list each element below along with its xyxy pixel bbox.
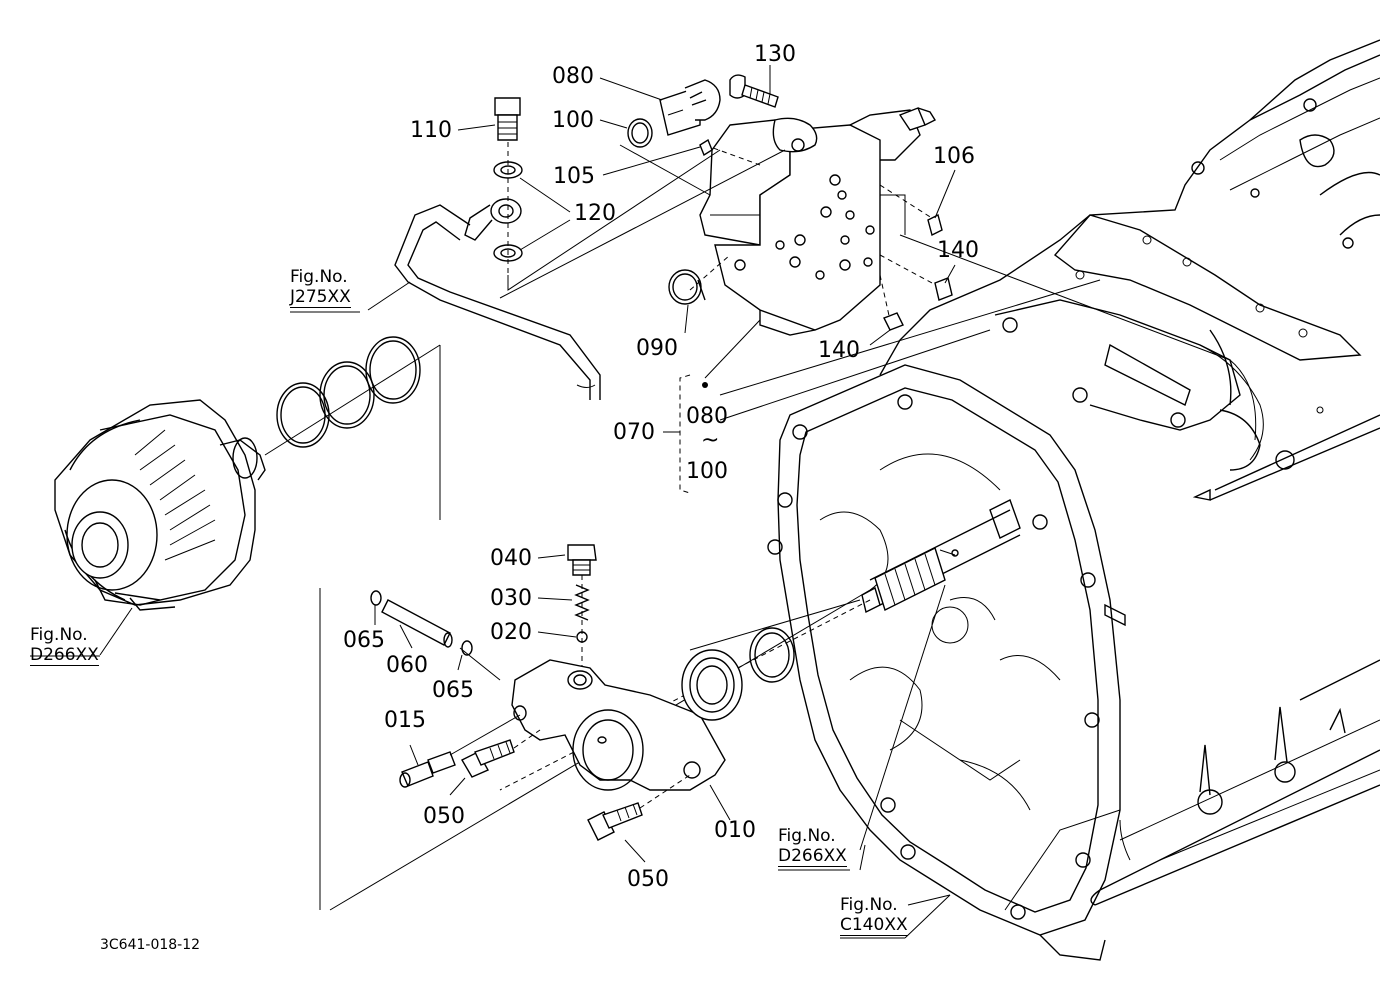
part-label-020: 020 (490, 620, 532, 645)
figure-ref-j275: Fig.No. J275XX (290, 267, 351, 308)
part-label-110: 110 (410, 118, 452, 143)
part-label-070: 070 (613, 420, 655, 445)
part-label-050-bottom: 050 (627, 867, 669, 892)
part-label-106: 106 (933, 144, 975, 169)
part-label-065-left: 065 (343, 628, 385, 653)
figure-ref-j275-number: J275XX (290, 287, 351, 308)
part-label-120: 120 (574, 201, 616, 226)
part-label-130: 130 (754, 42, 796, 67)
part-label-105: 105 (553, 164, 595, 189)
figure-ref-d266-left: Fig.No. D266XX (30, 625, 99, 666)
valve-small-parts (394, 74, 953, 400)
part-label-015: 015 (384, 708, 426, 733)
figure-ref-d266-left-number: D266XX (30, 645, 99, 666)
part-label-040: 040 (490, 546, 532, 571)
part-label-140-upper: 140 (937, 238, 979, 263)
part-label-065-right: 065 (432, 678, 474, 703)
part-label-080: 080 (552, 64, 594, 89)
valve-block-070 (619, 107, 946, 336)
leader-lines (30, 65, 956, 939)
figure-ref-d266-right-number: D266XX (778, 846, 847, 867)
part-label-090: 090 (636, 336, 678, 361)
part-range-tilde: ~ (701, 428, 720, 453)
lower-parts (370, 544, 795, 841)
part-label-010: 010 (714, 818, 756, 843)
figure-ref-c140-number: C140XX (840, 915, 908, 936)
transmission-case (319, 39, 1380, 961)
pto-clutch-assembly (54, 336, 441, 611)
part-range-to-100: 100 (686, 459, 728, 484)
figure-ref-c140-prefix: Fig.No. (840, 895, 898, 915)
figure-ref-d266-right: Fig.No. D266XX (778, 826, 847, 867)
part-label-060: 060 (386, 653, 428, 678)
part-label-030: 030 (490, 586, 532, 611)
figure-ref-c140: Fig.No. C140XX (840, 895, 908, 936)
figure-ref-j275-prefix: Fig.No. (290, 267, 348, 287)
part-range-from-080: 080 (686, 404, 728, 429)
figure-ref-d266-left-prefix: Fig.No. (30, 625, 88, 645)
drawing-code: 3C641-018-12 (100, 937, 201, 953)
part-label-140-lower: 140 (818, 338, 860, 363)
figure-ref-d266-right-prefix: Fig.No. (778, 826, 836, 846)
part-label-100: 100 (552, 108, 594, 133)
part-label-050-left: 050 (423, 804, 465, 829)
